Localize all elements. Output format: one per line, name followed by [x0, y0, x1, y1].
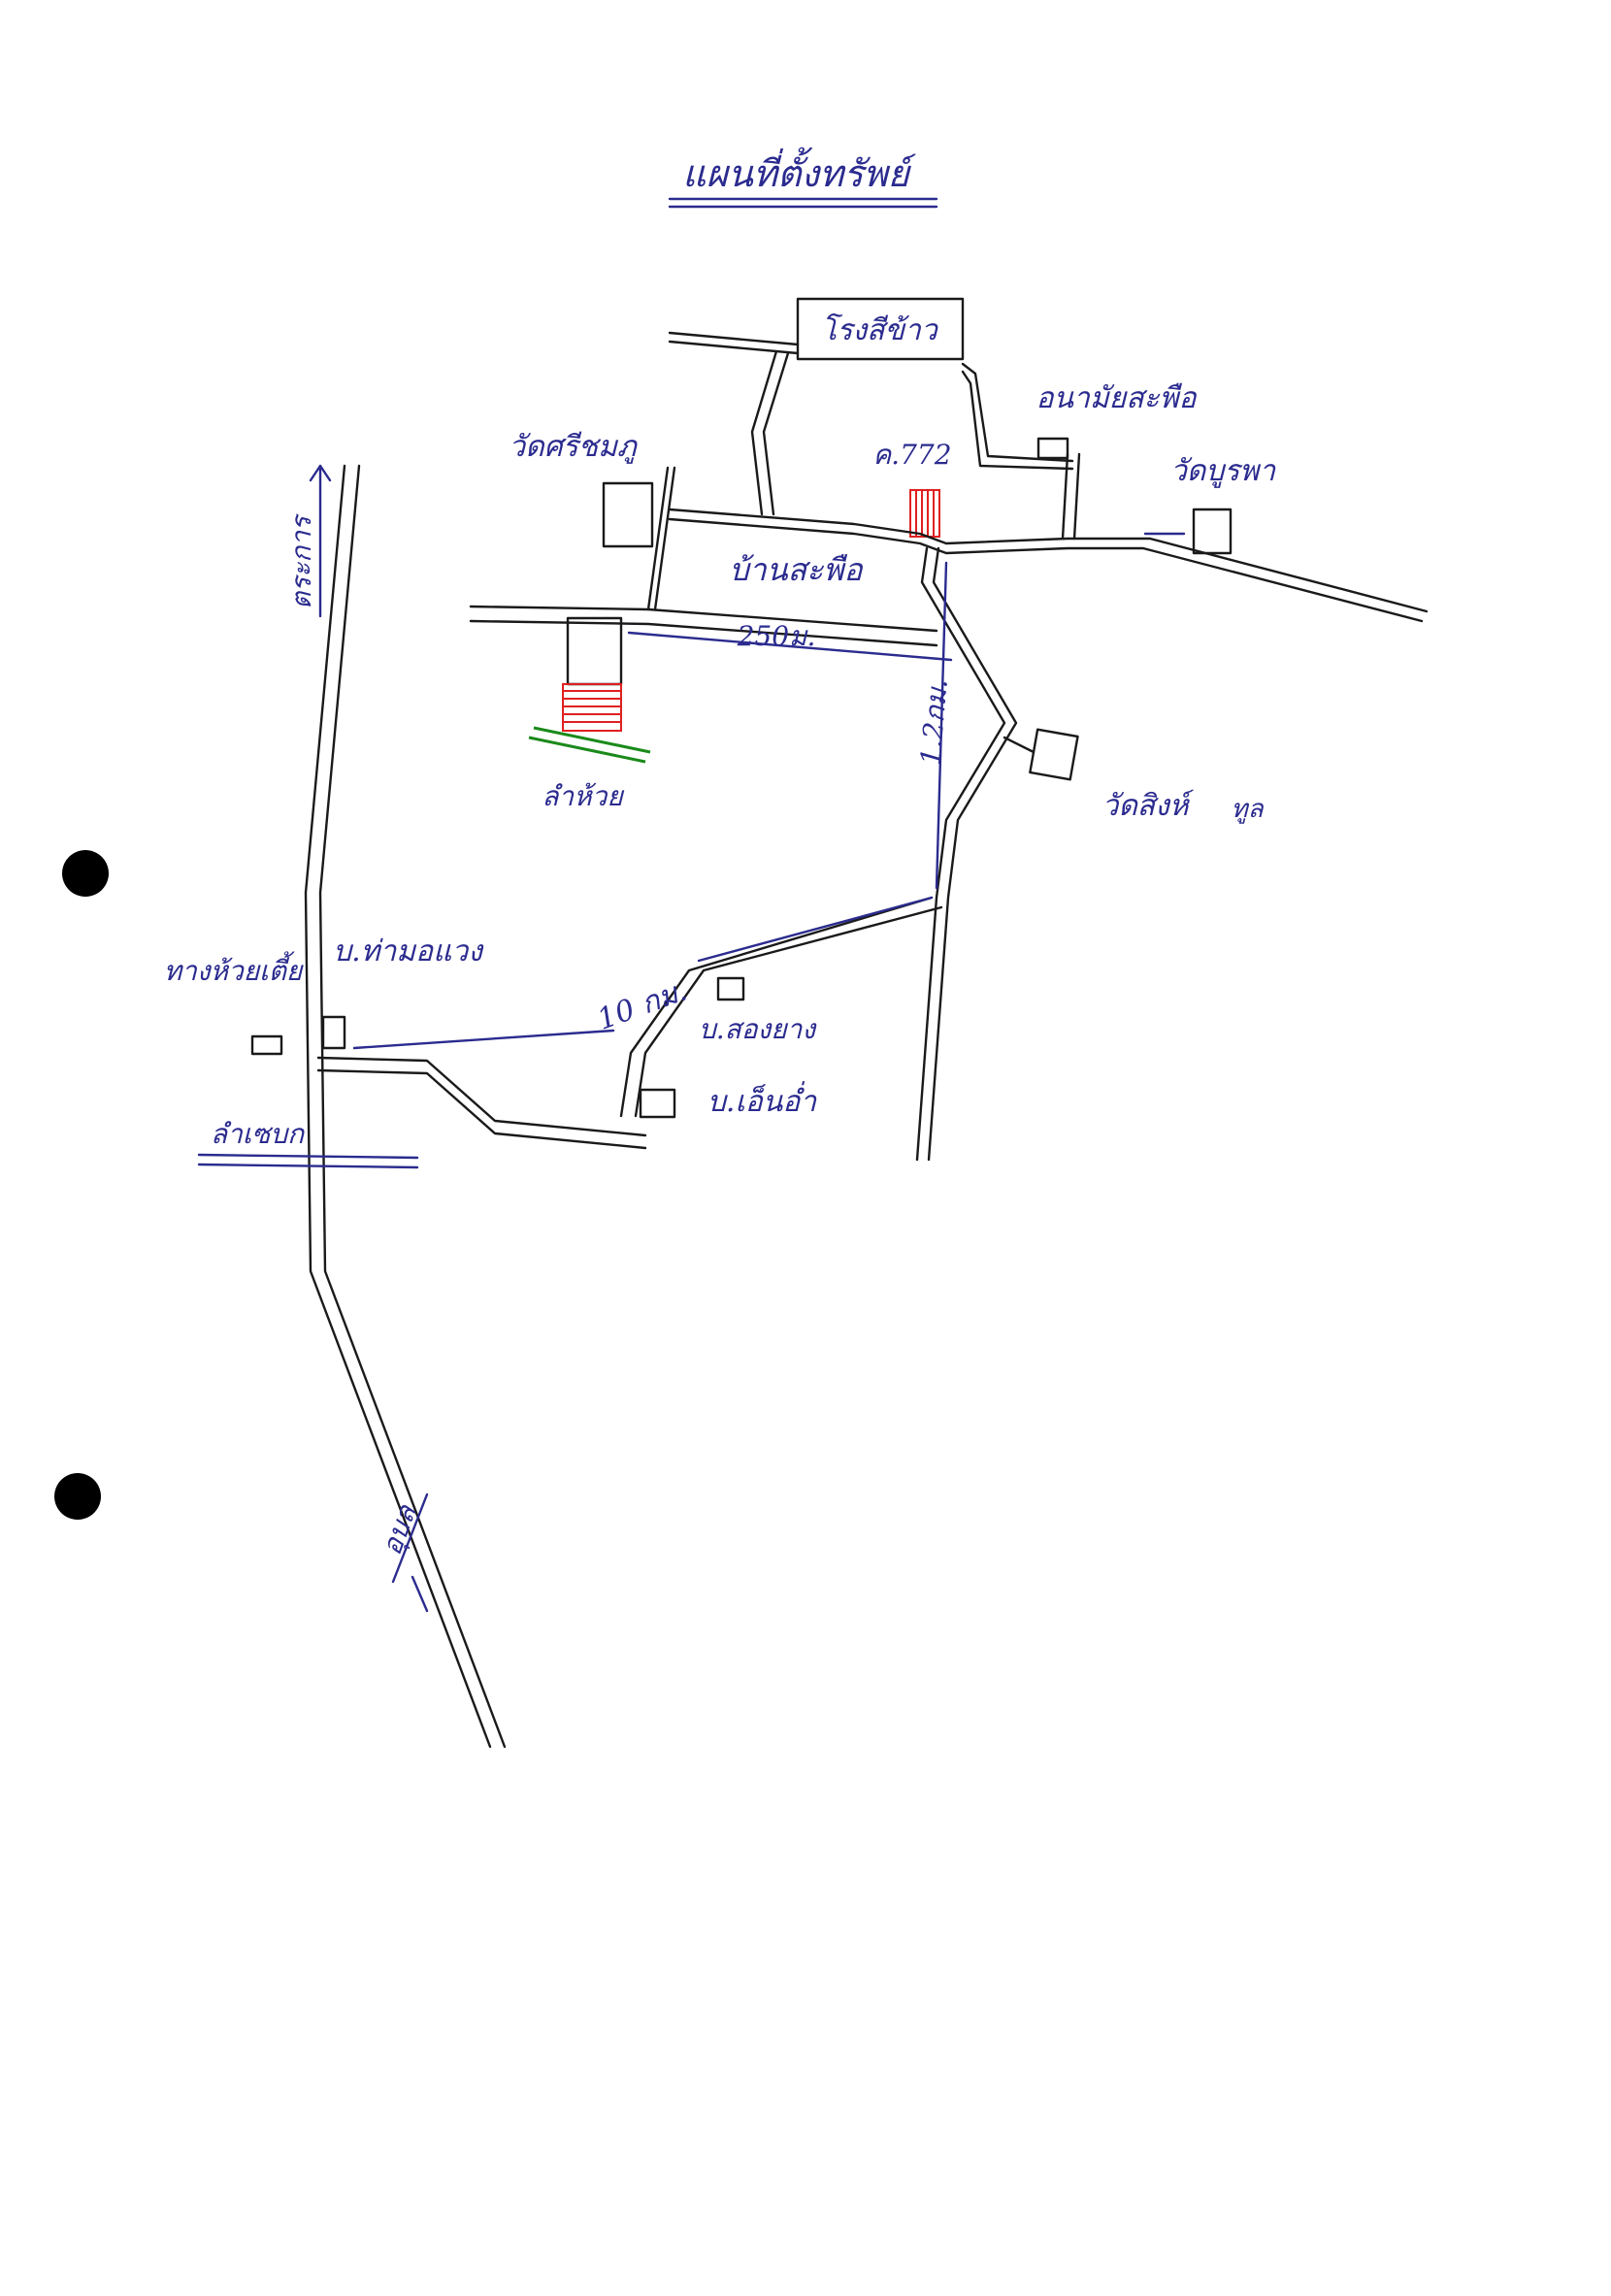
plot-red-highlight: [909, 489, 940, 538]
rice-mill-label: โรงสีข้าว: [821, 312, 939, 347]
road-west: [469, 605, 938, 647]
dim-1-2km: [935, 561, 948, 890]
road-health: [1061, 452, 1081, 541]
road-top: [668, 331, 1074, 463]
road-south: [915, 546, 1018, 1162]
road-village-main: [668, 508, 1429, 613]
lam-sebok-label: ลำเซบก: [211, 1118, 306, 1150]
road-top-2: [961, 370, 1074, 471]
subject-plot-box: [566, 616, 623, 686]
ban-en-ao-box: [639, 1088, 676, 1119]
huai-tia-label: ทางห้วยเตี้ย: [164, 951, 304, 987]
road-wat-sing: [1003, 736, 1036, 754]
dim-250m: [627, 631, 953, 662]
dim-1-2km-label: 1.2กม.: [914, 677, 954, 766]
plot-code-label: ค.772: [872, 439, 951, 471]
road-ban-tha-mon: [316, 1056, 647, 1150]
ban-song-yang-box: [716, 976, 745, 1001]
dim-10km-label: 10 กม.: [593, 973, 691, 1036]
stream-line-2: [528, 736, 646, 764]
wat-burapha-box: [1192, 508, 1233, 555]
wat-sing-label: วัดสิงห์: [1101, 789, 1194, 823]
health-station-label: อนามัยสะพือ: [1036, 381, 1199, 415]
highway-trakan-ubon: [304, 464, 507, 1749]
stamp-text: ทูล: [1231, 795, 1264, 824]
arrow-ubon: [391, 1492, 429, 1613]
plot-red-hatch: [915, 490, 935, 537]
to-trakan-label: ตระการ: [285, 513, 317, 609]
dim-10km: [352, 896, 934, 1050]
map-title: แผนที่ตั้งทรัพย์: [682, 147, 917, 195]
arrow-trakan: [309, 464, 332, 618]
ban-en-ao-label: บ.เอ็นอ่ำ: [707, 1081, 817, 1119]
ban-song-yang-label: บ.สองยาง: [699, 1013, 817, 1045]
health-station-box: [1036, 437, 1069, 460]
ban-tha-mon-waeng-label: บ.ท่ามอแวง: [333, 935, 484, 968]
road-vertical-left: [646, 466, 676, 611]
lam-sebok-line: [197, 1153, 419, 1169]
ban-tha-mon-waeng-box: [321, 1015, 346, 1050]
road-rice-mill-branch: [750, 349, 790, 516]
binder-hole-top: [62, 850, 109, 897]
wat-sing-box: [1029, 728, 1079, 781]
binder-hole-bottom: [54, 1473, 101, 1520]
stream-label: ลำห้วย: [542, 780, 624, 812]
subject-plot-red-hatch: [563, 690, 621, 723]
rice-mill-box: [796, 297, 965, 361]
road-village-main-2: [668, 517, 1424, 623]
road-en-ao-connector: [619, 896, 943, 1118]
village-saphue-label: บ้านสะพือ: [729, 551, 864, 588]
wat-sri-chomphu-box: [602, 481, 654, 548]
wat-sri-chomphu-label: วัดศรีชมภู: [509, 430, 639, 464]
huai-tia-box: [250, 1034, 283, 1056]
wat-burapha-label: วัดบูรพา: [1170, 454, 1276, 488]
stream-line: [533, 726, 651, 754]
dim-250m-label: 250ม.: [737, 620, 816, 652]
